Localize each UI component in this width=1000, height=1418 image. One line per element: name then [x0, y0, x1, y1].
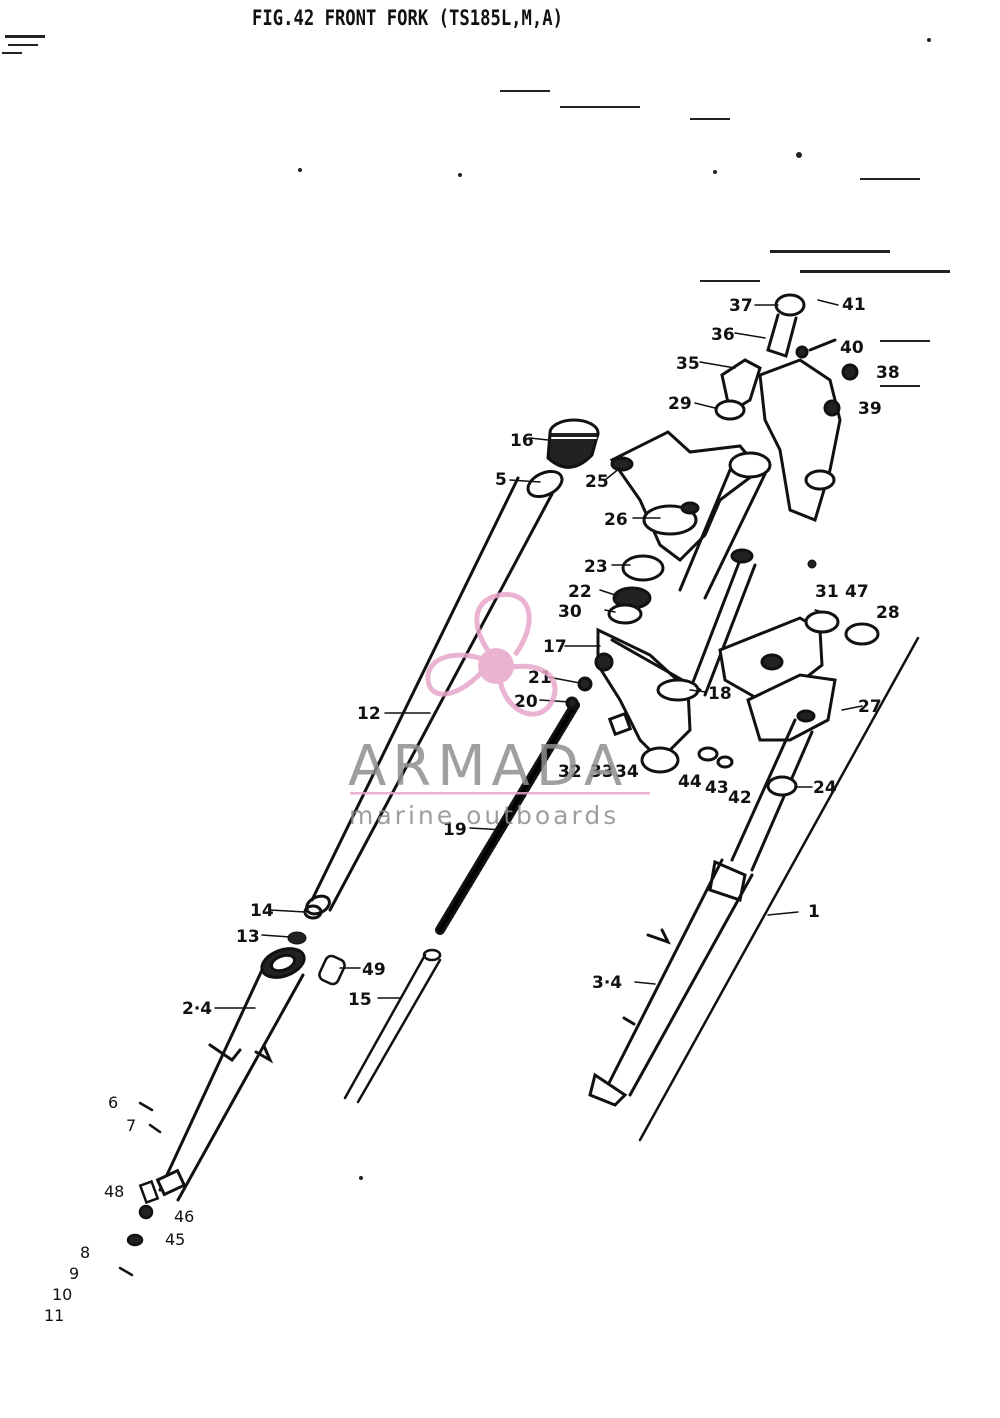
- label-17: 17: [543, 637, 567, 657]
- label-16: 16: [510, 431, 534, 451]
- fork-spring: [435, 700, 580, 935]
- label-29: 29: [668, 394, 692, 414]
- part-labels: 1 2·4 3·4 5 6 7 8 9 10 11 12 13 14 15 16…: [44, 295, 900, 1325]
- label-8: 8: [80, 1243, 90, 1262]
- label-40: 40: [840, 338, 864, 358]
- label-31: 31: [815, 582, 839, 602]
- label-3-4: 3·4: [592, 973, 622, 993]
- lower-bracket: [565, 548, 757, 774]
- label-27: 27: [858, 697, 882, 717]
- label-15: 15: [348, 990, 372, 1010]
- bolt-31: [807, 559, 817, 569]
- upper-bracket: [609, 430, 772, 600]
- label-24: 24: [813, 778, 837, 798]
- label-35: 35: [676, 354, 700, 374]
- label-32: 32: [558, 762, 582, 782]
- label-18: 18: [708, 684, 732, 704]
- headlight-bracket: [718, 610, 880, 742]
- left-lower-leg: [155, 947, 306, 1202]
- handlebar-holder: [714, 293, 859, 523]
- label-19: 19: [443, 820, 467, 840]
- watermark-divider: [350, 792, 650, 795]
- label-10: 10: [52, 1285, 72, 1304]
- watermark-tagline: marine outboards: [349, 801, 619, 830]
- label-14: 14: [250, 901, 274, 921]
- label-38: 38: [876, 363, 900, 383]
- watermark-brand: ARMADA: [348, 734, 628, 799]
- label-46: 46: [174, 1207, 194, 1226]
- label-1: 1: [808, 902, 820, 922]
- label-25: 25: [585, 472, 609, 492]
- label-41: 41: [842, 295, 866, 315]
- label-7: 7: [126, 1116, 136, 1135]
- label-42: 42: [728, 788, 752, 808]
- label-9: 9: [69, 1264, 79, 1283]
- label-22: 22: [568, 582, 592, 602]
- label-43: 43: [705, 778, 729, 798]
- right-fork-leg: [588, 636, 920, 1142]
- spacer-49: [318, 954, 346, 986]
- label-13: 13: [236, 927, 260, 947]
- label-34: 34: [615, 762, 639, 782]
- figure-title: FIG.42 FRONT FORK (TS185L,M,A): [252, 6, 564, 30]
- label-26: 26: [604, 510, 628, 530]
- label-28: 28: [876, 603, 900, 623]
- label-33: 33: [590, 762, 614, 782]
- label-2-4: 2·4: [182, 999, 212, 1019]
- watermark: ARMADA marine outboards: [348, 591, 650, 830]
- label-23: 23: [584, 557, 608, 577]
- steering-bearings: [607, 554, 665, 625]
- label-45: 45: [165, 1230, 185, 1249]
- propeller-icon: [425, 591, 558, 717]
- oil-seal-13: [287, 931, 307, 945]
- fork-cap: [546, 418, 600, 469]
- scan-noise: [2, 35, 950, 1180]
- drain-parts: [118, 1101, 162, 1277]
- label-47: 47: [845, 582, 869, 602]
- label-20: 20: [514, 692, 538, 712]
- label-11: 11: [44, 1306, 64, 1325]
- damper-rod: [343, 948, 442, 1104]
- label-30: 30: [558, 602, 582, 622]
- label-5: 5: [495, 470, 507, 490]
- label-44: 44: [678, 772, 702, 792]
- label-37: 37: [729, 296, 753, 316]
- leader-lines: [214, 299, 863, 1009]
- label-49: 49: [362, 960, 386, 980]
- label-39: 39: [858, 399, 882, 419]
- label-36: 36: [711, 325, 735, 345]
- label-6: 6: [108, 1093, 118, 1112]
- label-48: 48: [104, 1182, 124, 1201]
- left-fork-tube: [305, 469, 564, 916]
- label-12: 12: [357, 704, 381, 724]
